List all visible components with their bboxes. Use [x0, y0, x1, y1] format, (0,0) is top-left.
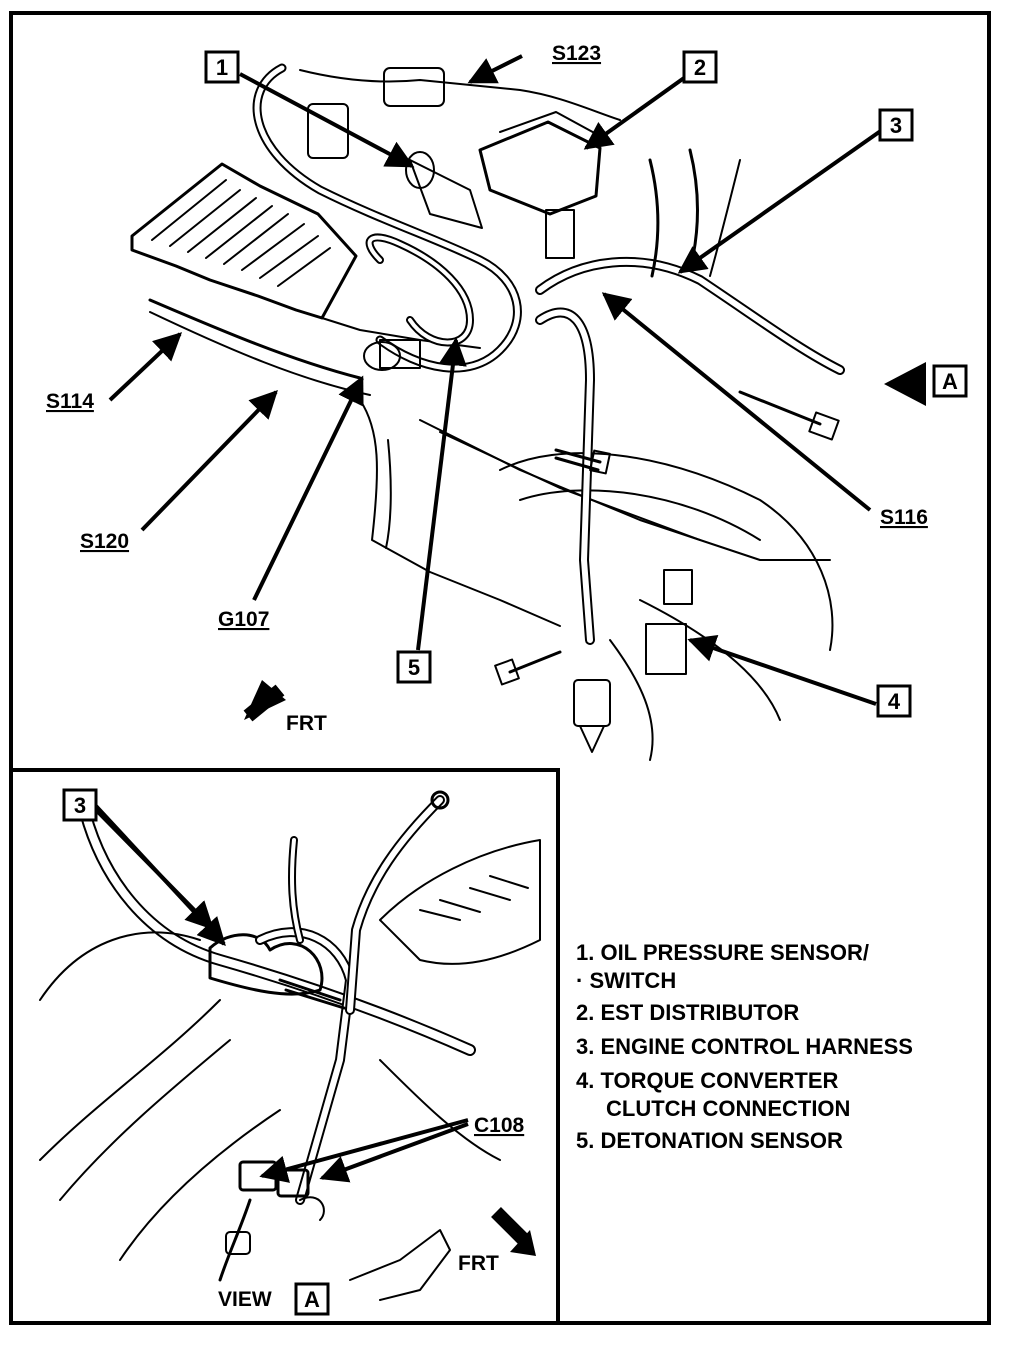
- legend-item-4-cont: CLUTCH CONNECTION: [606, 1096, 850, 1121]
- legend-item-1-cont: · SWITCH: [576, 968, 676, 993]
- callout-5-box: [396, 650, 432, 684]
- legend-item-2: 2. EST DISTRIBUTOR: [576, 1000, 799, 1025]
- inset-frame: [11, 768, 560, 1323]
- view-letter-box: [294, 1282, 330, 1316]
- legend-item-1: 1. OIL PRESSURE SENSOR/: [576, 940, 869, 965]
- view-letter: A: [304, 1287, 320, 1312]
- callout-4: 4: [888, 689, 901, 714]
- view-front-arrow-icon: [510, 1230, 536, 1256]
- outer-frame: [9, 11, 991, 1325]
- view-label: VIEW: [218, 1288, 272, 1311]
- callout-5: 5: [408, 655, 420, 680]
- view-a-marker-box: [932, 364, 968, 398]
- legend-item-3: 3. ENGINE CONTROL HARNESS: [576, 1034, 913, 1059]
- splice-s116: S116: [880, 506, 928, 529]
- main-leaders: [108, 54, 884, 706]
- view-a-arrow-icon: [884, 362, 926, 406]
- callout-4-box: [876, 684, 912, 718]
- view-callout-3-box: [62, 788, 98, 822]
- legend: 1. OIL PRESSURE SENSOR/ · SWITCH 2. EST …: [576, 940, 913, 1153]
- splice-s114: S114: [46, 390, 94, 413]
- callout-1-box: [204, 50, 240, 84]
- view-front-label: FRT: [458, 1252, 499, 1275]
- callout-3-box: [878, 108, 914, 142]
- splice-s120: S120: [80, 530, 129, 553]
- legend-item-4: 4. TORQUE CONVERTER: [576, 1068, 839, 1093]
- view-a-marker: A: [942, 369, 958, 394]
- callout-1: 1: [216, 55, 228, 80]
- view-leaders: [94, 804, 469, 1183]
- front-label: FRT: [286, 712, 327, 735]
- splice-s123: S123: [552, 42, 601, 65]
- connector-c108: C108: [474, 1114, 525, 1137]
- legend-item-5: 5. DETONATION SENSOR: [576, 1128, 843, 1153]
- callout-2-box: [682, 50, 718, 84]
- callout-2: 2: [694, 55, 706, 80]
- view-callout-3: 3: [74, 793, 86, 818]
- callout-3: 3: [890, 113, 902, 138]
- ground-g107: G107: [218, 608, 269, 631]
- view-a-illustration: [39, 790, 541, 1301]
